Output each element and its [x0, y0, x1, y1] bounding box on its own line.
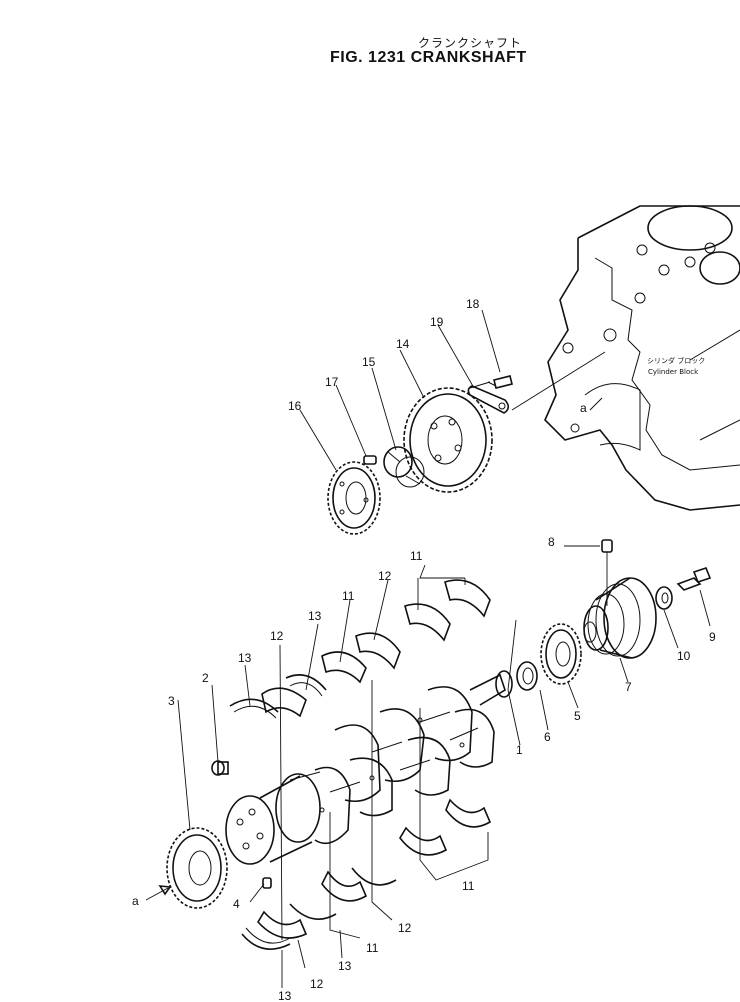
gear-pin [363, 455, 377, 465]
callout-13-lower-left: 13 [278, 989, 292, 1002]
reference-mark-a-lower: a [132, 894, 139, 908]
callout-1: 1 [516, 743, 523, 757]
bearing-shells-upper [229, 579, 491, 719]
pulley-pin [601, 539, 613, 606]
key [262, 877, 272, 889]
cylinder-block [544, 205, 740, 511]
callout-12-lower-left: 12 [310, 977, 324, 991]
callout-9: 9 [709, 630, 716, 644]
callout-10: 10 [677, 649, 691, 663]
crank-gear-front [540, 623, 582, 685]
figure-title-japanese: クランクシャフト [418, 36, 523, 50]
pulley [583, 577, 657, 659]
plug [211, 760, 229, 776]
callout-19: 19 [430, 315, 444, 329]
callout-15: 15 [362, 355, 376, 369]
callout-8: 8 [548, 535, 555, 549]
crankshaft [225, 670, 513, 865]
figure-title: FIG. 1231 CRANKSHAFT [330, 49, 527, 66]
callout-11-bottom: 11 [366, 941, 379, 955]
callout-5: 5 [574, 709, 581, 723]
thrust-plate [467, 385, 510, 414]
crankshaft-gear [166, 827, 228, 909]
pulley-bolt [676, 567, 712, 591]
cylinder-block-label-jp: シリンダ ブロック [647, 356, 705, 365]
callout-14: 14 [396, 337, 410, 351]
callout-7: 7 [625, 680, 632, 694]
reference-mark-a-upper: a [580, 401, 587, 415]
callout-11-top: 11 [410, 549, 423, 563]
cylinder-block-label: Cylinder Block [648, 368, 699, 376]
callout-13-upper-right: 13 [308, 609, 322, 623]
callout-3: 3 [168, 694, 175, 708]
spacer [516, 661, 538, 691]
callout-16: 16 [288, 399, 302, 413]
idler-gear [403, 387, 493, 493]
callout-4: 4 [233, 897, 240, 911]
callout-13-lower-right: 13 [338, 959, 352, 973]
callout-17: 17 [325, 375, 339, 389]
callout-11-lower: 11 [462, 879, 475, 893]
callout-6: 6 [544, 730, 551, 744]
washer [655, 586, 673, 610]
bearing-shells-lower [241, 798, 492, 950]
thrust-plate-bolt [469, 375, 513, 389]
callout-18: 18 [466, 297, 480, 311]
callout-12-upper-right: 12 [378, 569, 392, 583]
callout-11-upper: 11 [342, 589, 355, 603]
callout-2: 2 [202, 671, 209, 685]
small-gear [327, 461, 381, 535]
callout-12-upper-left: 12 [270, 629, 284, 643]
leader-lines [177, 309, 711, 988]
callout-12-lower-right: 12 [398, 921, 412, 935]
idler-bushing [383, 446, 425, 488]
callout-13-upper-left: 13 [238, 651, 252, 665]
